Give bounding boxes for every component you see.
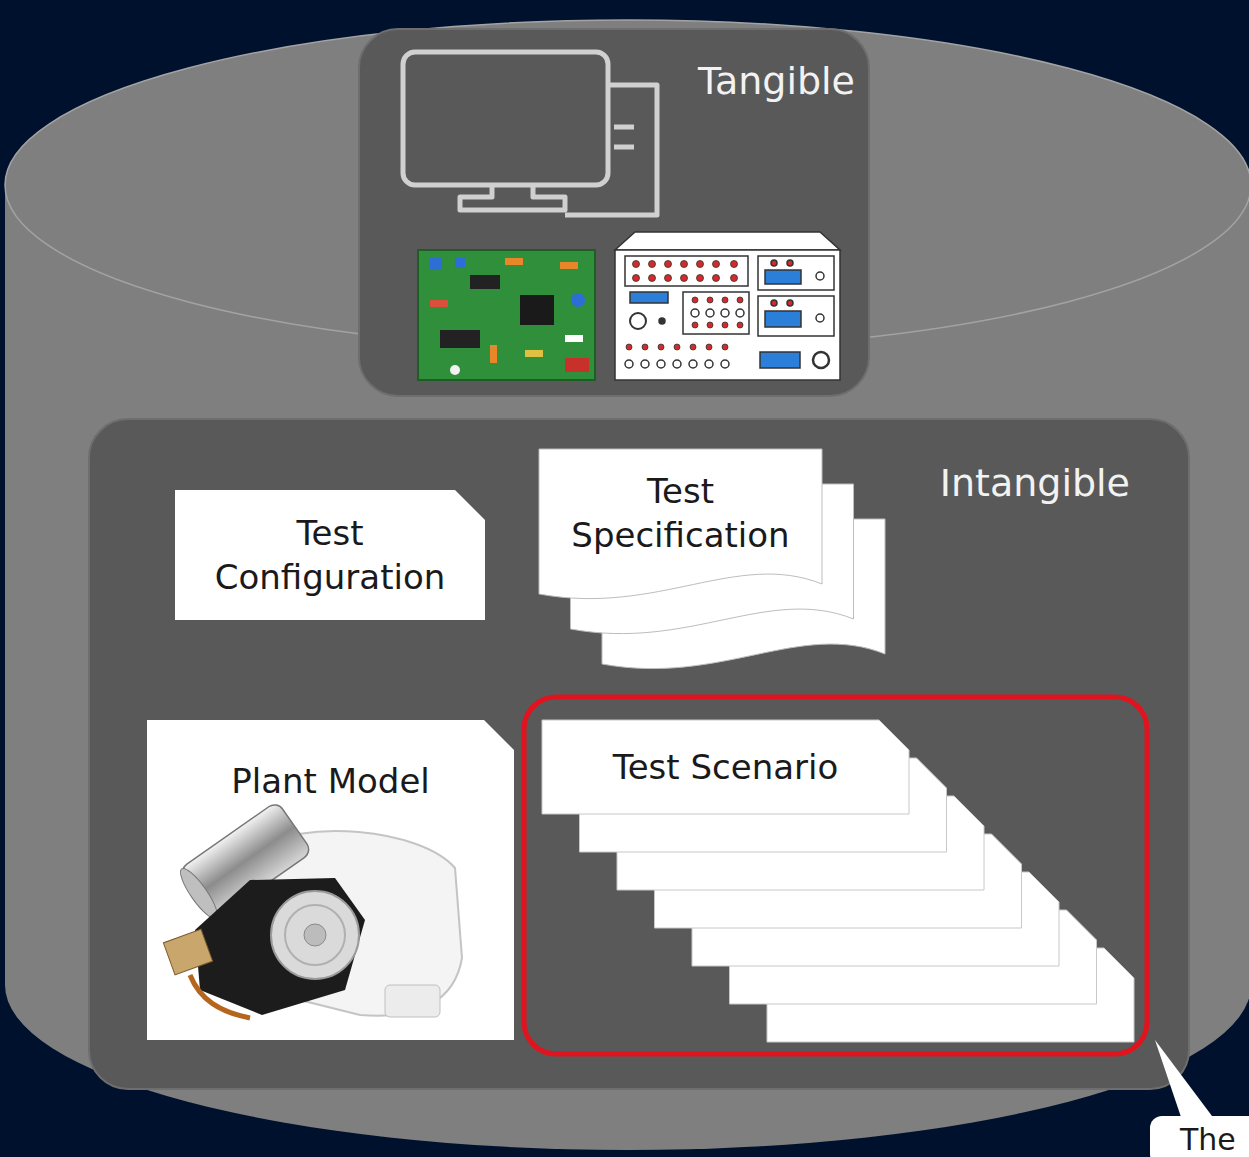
tower-outline bbox=[565, 85, 657, 215]
chip bbox=[520, 295, 554, 325]
text-area: Tangible bbox=[360, 30, 872, 130]
display bbox=[630, 292, 668, 303]
led bbox=[771, 260, 777, 266]
led-row bbox=[626, 344, 728, 350]
motor-bracket bbox=[195, 878, 365, 1015]
node-label: The bbox=[1180, 1120, 1236, 1157]
chip bbox=[470, 275, 500, 289]
rack-module bbox=[625, 256, 748, 286]
text-area: The bbox=[1150, 1116, 1249, 1157]
component bbox=[450, 365, 460, 375]
motor-part bbox=[385, 985, 440, 1017]
resistor bbox=[490, 345, 497, 363]
callout-pointer bbox=[1155, 1040, 1215, 1120]
tower-slot bbox=[614, 145, 634, 150]
scenario-sheet bbox=[542, 720, 909, 814]
model-document: Plant Model bbox=[147, 720, 514, 1040]
circuit-board bbox=[418, 250, 595, 380]
text-area: Test Scenario bbox=[542, 720, 909, 814]
pcb bbox=[418, 250, 595, 380]
display bbox=[765, 311, 801, 327]
tangible-panel: Tangible bbox=[358, 28, 870, 397]
resistor bbox=[525, 350, 543, 357]
node-label: Plant Model bbox=[231, 759, 430, 803]
led bbox=[787, 260, 793, 266]
motor-can-end bbox=[175, 864, 223, 922]
display bbox=[765, 270, 801, 284]
capacitor bbox=[430, 258, 442, 270]
led bbox=[787, 300, 793, 306]
computer-icon bbox=[403, 52, 657, 215]
text-area: Test Specification bbox=[539, 449, 822, 577]
instrument-rack bbox=[615, 232, 840, 380]
document-shape bbox=[175, 490, 485, 620]
document-shape bbox=[147, 720, 514, 1040]
switch-row bbox=[625, 309, 744, 368]
gear-cover bbox=[271, 891, 359, 979]
capacitor bbox=[455, 258, 465, 268]
database-cylinder bbox=[5, 20, 1249, 1150]
knob bbox=[813, 352, 829, 368]
monitor-stand bbox=[460, 185, 565, 210]
rack-body bbox=[615, 250, 840, 380]
resistor bbox=[430, 300, 448, 307]
intangible-panel: IntangibleTest Configuration Test Specifi… bbox=[88, 418, 1190, 1090]
group-heading: Intangible bbox=[940, 459, 1130, 508]
text-area: Test Configuration bbox=[175, 490, 485, 620]
chip bbox=[440, 330, 480, 348]
document-sheet bbox=[539, 449, 822, 599]
motor-housing bbox=[255, 831, 462, 1016]
component bbox=[571, 293, 585, 307]
knob bbox=[630, 313, 646, 329]
resistor bbox=[560, 262, 578, 269]
connector bbox=[565, 358, 589, 372]
gear-ring bbox=[285, 905, 345, 965]
shape-outline bbox=[175, 490, 485, 620]
node-label: Test Configuration bbox=[191, 511, 469, 599]
rack-lid bbox=[615, 232, 840, 250]
gear-hub bbox=[304, 924, 326, 946]
knob bbox=[816, 272, 824, 280]
resistor bbox=[505, 258, 523, 265]
rack-module bbox=[683, 292, 749, 334]
motor-cable bbox=[190, 975, 250, 1018]
led-row bbox=[633, 261, 738, 282]
motor-illustration bbox=[163, 801, 462, 1018]
highlight-outline bbox=[524, 697, 1147, 1054]
stacked-document: Test Specification bbox=[539, 449, 885, 672]
led-grid bbox=[692, 297, 743, 328]
scenario-stack: Test Scenario bbox=[542, 720, 1134, 1042]
monitor-screen bbox=[403, 52, 608, 185]
callout-box: The bbox=[1150, 1116, 1249, 1157]
node-label: Test Specification bbox=[549, 469, 812, 557]
motor-can-body bbox=[179, 801, 313, 921]
led bbox=[771, 300, 777, 306]
resistor bbox=[565, 335, 583, 342]
group-heading: Tangible bbox=[698, 57, 855, 106]
display bbox=[760, 352, 800, 368]
tower-slot bbox=[614, 125, 634, 130]
motor-connector bbox=[163, 929, 212, 975]
knob bbox=[659, 318, 665, 324]
node-label: Test Scenario bbox=[613, 745, 839, 789]
document-box: Test Configuration bbox=[175, 490, 485, 620]
rack-module bbox=[758, 256, 834, 290]
motor-can bbox=[175, 801, 313, 923]
knob bbox=[816, 314, 824, 322]
rack-module bbox=[758, 296, 834, 336]
text-area: Plant Model bbox=[147, 738, 514, 824]
